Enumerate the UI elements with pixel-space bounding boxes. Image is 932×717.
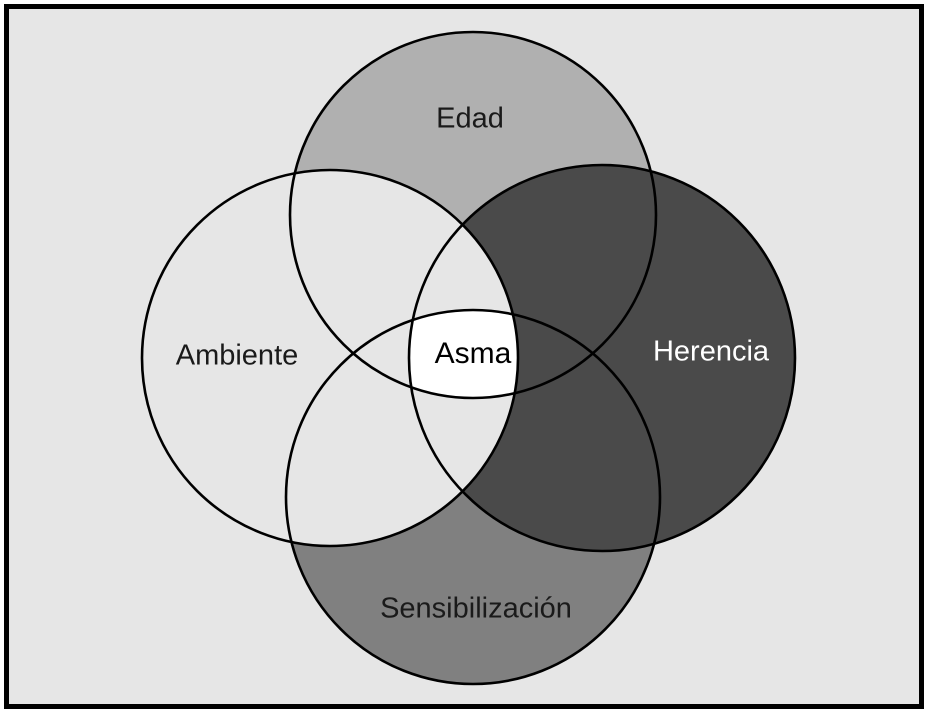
- label-asma: Asma: [435, 337, 512, 370]
- circle-herencia-fill[interactable]: [409, 165, 795, 551]
- circle-ambiente-outline: [140, 168, 520, 548]
- circle-edad-outline: [288, 30, 658, 400]
- label-ambiente: Ambiente: [176, 340, 299, 372]
- circle-herencia-outline: [407, 163, 797, 553]
- label-herencia: Herencia: [653, 336, 770, 368]
- circle-sensibilizacion-outline: [284, 308, 662, 686]
- label-sensibilizacion: Sensibilización: [380, 593, 572, 625]
- label-edad: Edad: [436, 103, 504, 135]
